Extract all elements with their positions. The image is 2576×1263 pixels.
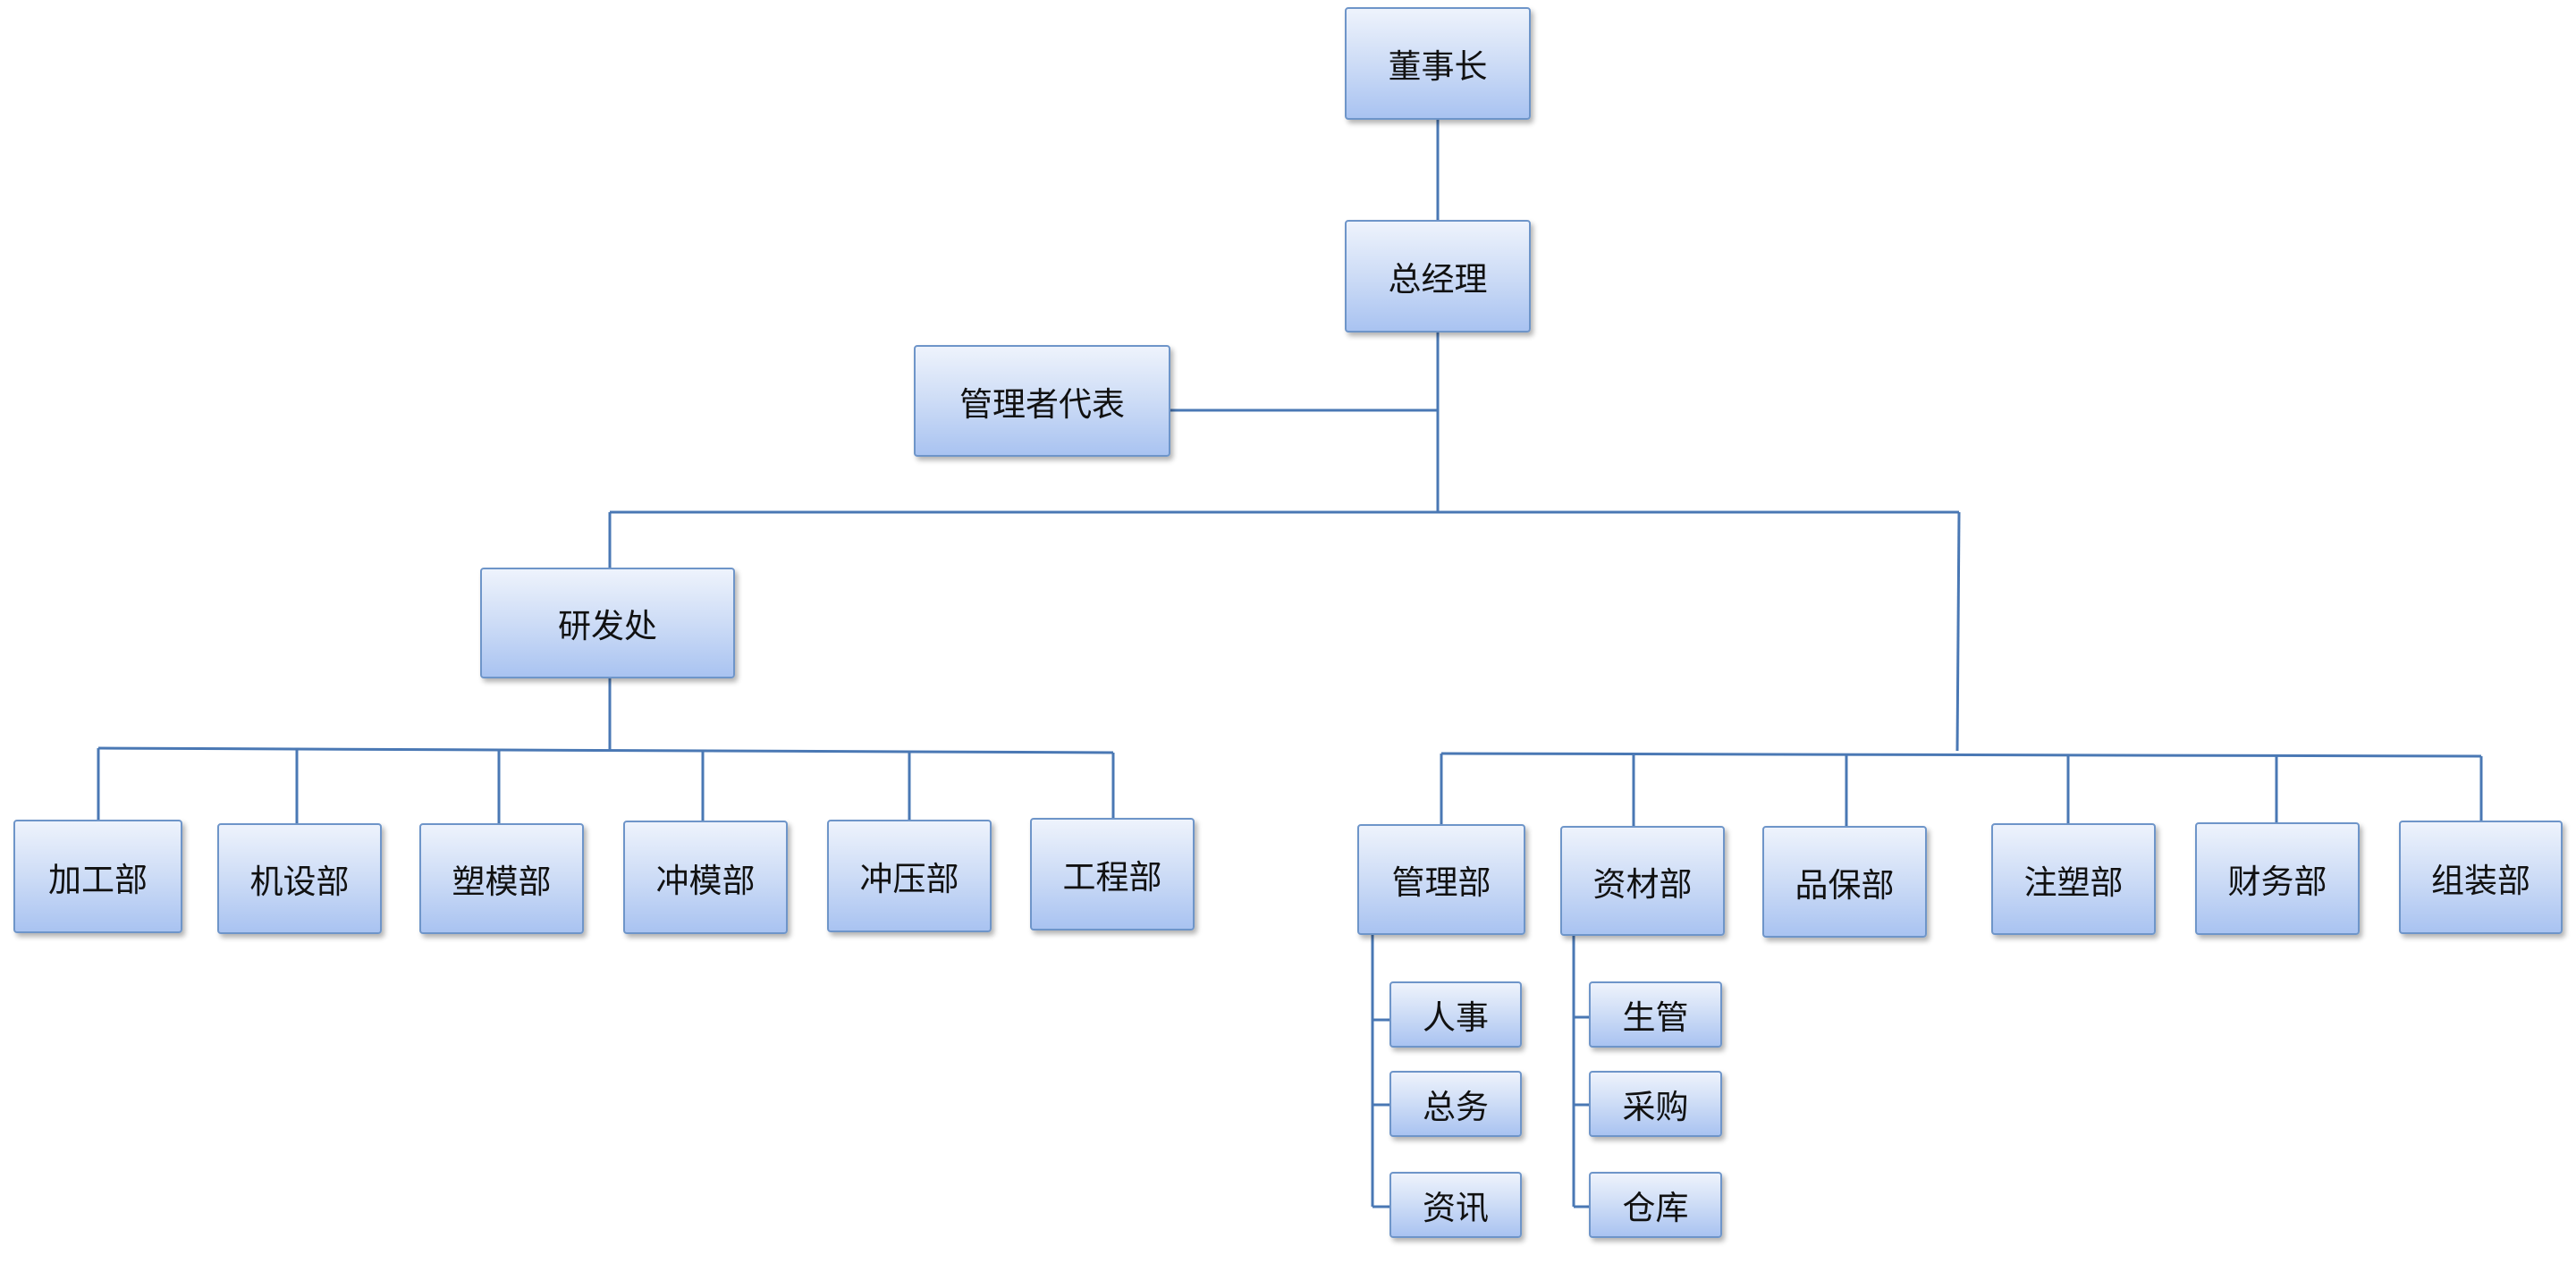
- node-production-control: 生管: [1589, 981, 1722, 1048]
- node-assembly-dept: 组装部: [2399, 821, 2563, 934]
- connector: [1955, 511, 1961, 752]
- node-finance-dept: 财务部: [2195, 822, 2360, 935]
- node-plastic-mold-dept: 塑模部: [419, 823, 584, 934]
- node-management-representative: 管理者代表: [914, 345, 1170, 457]
- node-general-affairs: 总务: [1389, 1071, 1522, 1137]
- connector: [1440, 752, 2482, 758]
- node-engineering-dept: 工程部: [1030, 818, 1195, 930]
- node-machinery-dept: 机设部: [217, 823, 382, 934]
- node-warehouse: 仓库: [1589, 1172, 1722, 1238]
- node-stamping-dept: 冲压部: [827, 820, 992, 932]
- connector: [97, 746, 1114, 754]
- node-purchasing: 采购: [1589, 1071, 1722, 1137]
- node-processing-dept: 加工部: [13, 820, 182, 933]
- node-materials-dept: 资材部: [1560, 826, 1725, 936]
- node-hr: 人事: [1389, 981, 1522, 1048]
- node-administration-dept: 管理部: [1357, 824, 1525, 935]
- node-it: 资讯: [1389, 1172, 1522, 1238]
- node-injection-dept: 注塑部: [1991, 823, 2156, 935]
- node-stamping-mold-dept: 冲模部: [623, 821, 788, 934]
- node-general-manager: 总经理: [1345, 220, 1531, 333]
- node-rd-office: 研发处: [480, 568, 735, 678]
- node-quality-dept: 品保部: [1762, 826, 1927, 938]
- node-chairman: 董事长: [1345, 7, 1531, 120]
